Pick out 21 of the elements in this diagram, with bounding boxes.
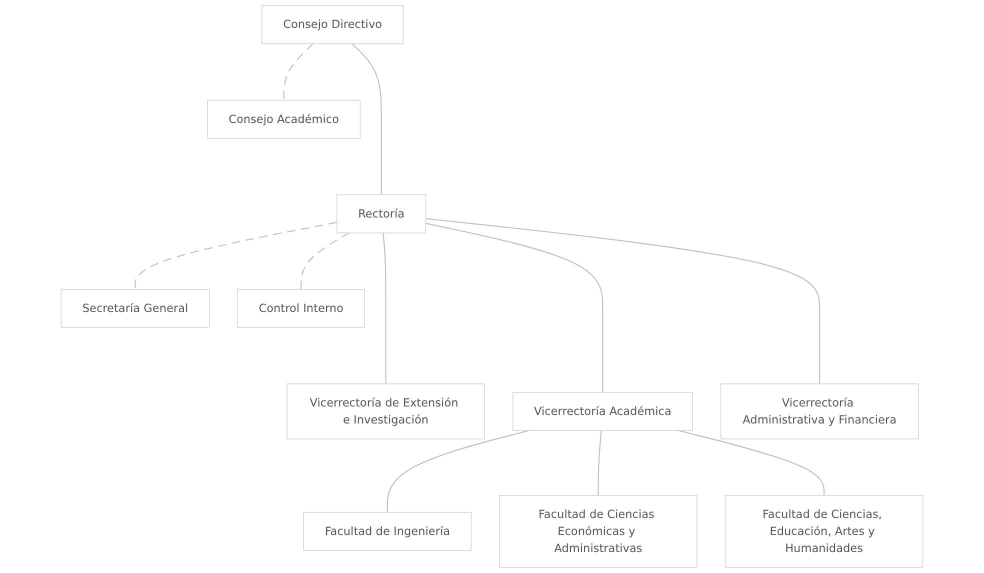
node-box: Secretaría General: [60, 288, 210, 328]
connector: [352, 43, 382, 195]
node-box: Consejo Académico: [207, 100, 361, 139]
connector: [134, 222, 337, 290]
node-box: Control Interno: [237, 288, 365, 328]
connector: [598, 430, 602, 496]
node-box: Facultad de Ciencias Económicas y Administrativas: [499, 495, 698, 568]
connector: [426, 222, 604, 392]
connector: [300, 232, 350, 290]
node-box: Facultad de Ingeniería: [303, 512, 472, 551]
connector: [283, 43, 314, 100]
connector: [386, 430, 530, 512]
node-box: Consejo Directivo: [262, 5, 404, 44]
connector: [382, 232, 386, 384]
connector: [678, 430, 825, 496]
node-box: Rectoría: [336, 194, 426, 234]
node-box: Vicerrectoría Académica: [512, 392, 693, 431]
node-box: Vicerrectoría de Extensión e Investigación: [286, 384, 485, 440]
node-box: Vicerrectoría Administrativa y Financiera: [720, 384, 919, 440]
connector: [426, 218, 820, 384]
node-box: Facultad de Ciencias, Educación, Artes y Humanidades: [724, 495, 924, 568]
